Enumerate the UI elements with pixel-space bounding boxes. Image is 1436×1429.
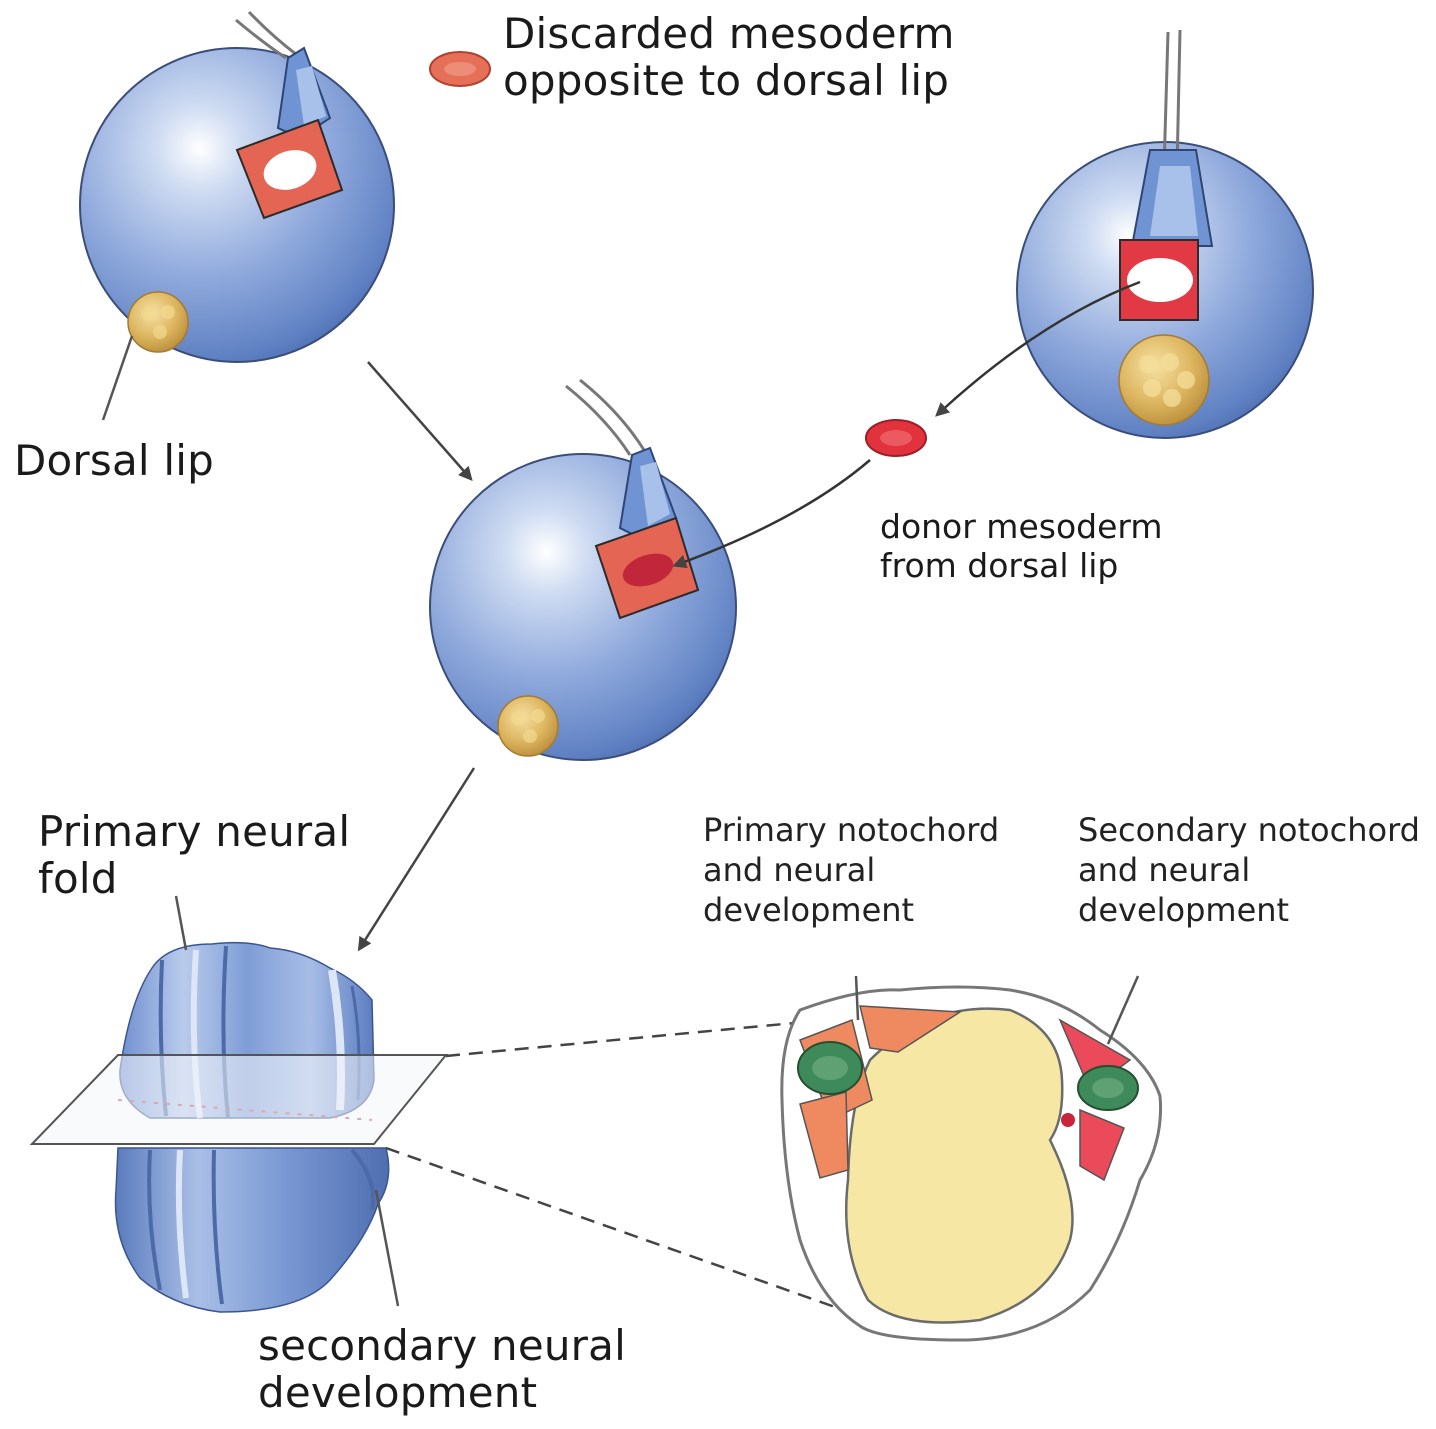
host-embryo — [80, 12, 394, 362]
primary-fold-leader — [176, 896, 186, 950]
dorsal-lip-leader — [103, 336, 132, 420]
label-primary-neural-fold: Primary neural fold — [38, 808, 350, 903]
secondary-notochord-leader — [1108, 976, 1138, 1044]
label-primary-notochord: Primary notochord and neural development — [703, 810, 999, 930]
label-donor-mesoderm: donor mesoderm from dorsal lip — [880, 508, 1163, 586]
label-discarded-mesoderm: Discarded mesoderm opposite to dorsal li… — [503, 10, 955, 105]
host-to-graft-arrow — [368, 362, 470, 478]
projection-line-upper — [446, 1020, 826, 1056]
section-plane — [32, 1055, 446, 1144]
label-secondary-notochord: Secondary notochord and neural developme… — [1078, 810, 1420, 930]
label-secondary-neural: secondary neural development — [258, 1322, 626, 1417]
label-dorsal-lip: Dorsal lip — [14, 437, 214, 484]
secondary-neural-leader — [376, 1190, 398, 1306]
cross-section — [782, 987, 1161, 1340]
graft-to-embryo-arrow — [360, 768, 474, 948]
grafted-embryo — [430, 380, 736, 760]
donor-embryo — [1017, 30, 1313, 438]
